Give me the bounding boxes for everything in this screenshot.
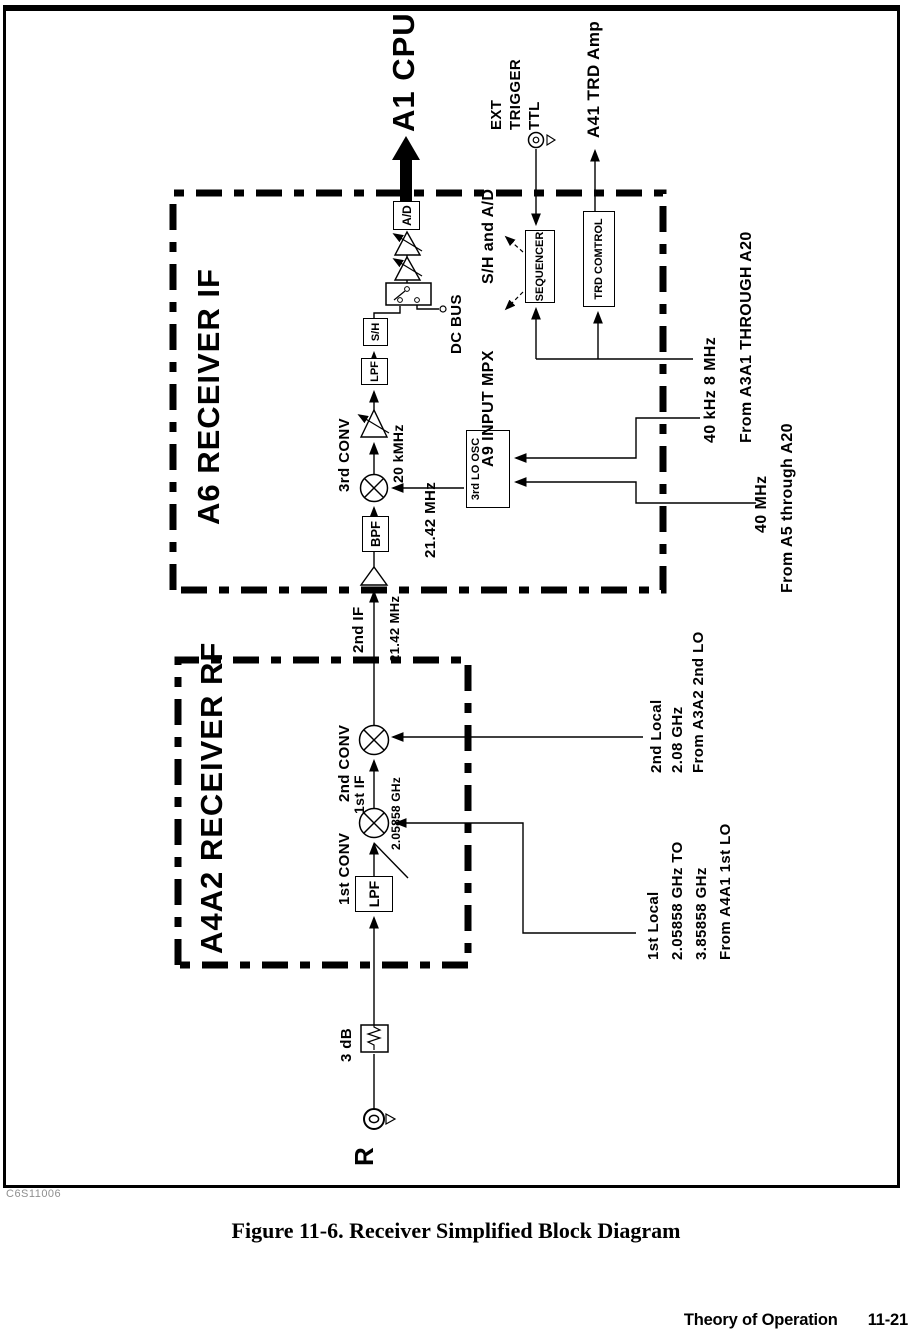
amp-3rd-if-icon — [357, 408, 390, 438]
r-input-connector-icon — [363, 1108, 397, 1130]
clock-ref-source-label: From A3A1 THROUGH A20 — [738, 231, 755, 443]
dc-bus-label: DC BUS — [448, 294, 465, 354]
cpu-bus-arrow — [392, 136, 420, 203]
a9-input-mpx-callout: A9 INPUT MPX — [480, 350, 497, 467]
page-footer: Theory of Operation 11-21 — [684, 1311, 908, 1330]
a6-receiver-if-boundary — [169, 189, 667, 594]
figure-frame — [3, 5, 900, 1188]
mixer-2nd-conv-icon — [358, 724, 390, 756]
ref-40mhz-label: 40 MHz — [753, 475, 770, 533]
attenuator-label: 3 dB — [338, 1027, 355, 1062]
block-diagram-rotated: LPF BPF LPF S/H A/D SEQUENCER TRD COMTRO… — [3, 0, 903, 1180]
ext-trigger-label: EXT TRIGGER TTL — [487, 59, 544, 130]
ext-trigger-connector-icon — [527, 131, 557, 149]
figure-photo-id: C6S11006 — [6, 1188, 62, 1200]
ref-40mhz-source-label: From A5 through A20 — [779, 423, 796, 593]
amp-variable-1-icon — [392, 255, 423, 281]
third-if-freq-label: 21.42 MHz — [422, 481, 439, 558]
mixer-3rd-conv-icon — [359, 473, 389, 503]
amp-2nd-if-icon — [359, 565, 389, 586]
a4a2-receiver-rf-boundary — [174, 656, 472, 969]
first-conv-label: 1st CONV — [336, 832, 353, 905]
figure-caption: Figure 11-6. Receiver Simplified Block D… — [231, 1218, 681, 1243]
a6-receiver-if-title: A6 RECEIVER IF — [191, 268, 226, 525]
first-if-freq-label: 2.05858 GHz — [389, 777, 403, 850]
feed-lines — [390, 148, 756, 934]
ttl-label: TTL — [526, 101, 543, 130]
block-sequencer: SEQUENCER — [525, 230, 555, 303]
signal-path — [369, 255, 409, 1109]
block-bpf: BPF — [362, 516, 389, 552]
block-trd-control-label: TRD COMTROL — [593, 218, 605, 300]
second-if-label: 2nd IF — [350, 606, 367, 653]
amp-variable-2-icon — [392, 230, 423, 256]
first-local-freq-stop: 3.85858 GHz — [693, 867, 710, 960]
second-local-source: From A3A2 2nd LO — [690, 631, 707, 773]
r-input-label: R — [349, 1146, 379, 1166]
clock-ref-label: 40 kHz 8 MHz — [702, 336, 719, 443]
block-lpf-if-label: LPF — [368, 361, 381, 382]
sh-and-ad-callout: S/H and A/D — [480, 188, 497, 284]
second-if-freq-label: 21.42 MHz — [387, 595, 402, 662]
first-local-title: 1st Local — [645, 891, 662, 960]
input-mpx-icon — [385, 282, 432, 306]
block-bpf-label: BPF — [368, 521, 383, 547]
attenuator-icon — [360, 1024, 389, 1053]
block-adc-label: A/D — [399, 205, 414, 226]
block-sequencer-label: SEQUENCER — [534, 231, 546, 302]
second-local-title: 2nd Local — [648, 699, 665, 773]
second-local-label: 2nd Local 2.08 GHz From A3A2 2nd LO — [646, 631, 709, 773]
second-local-freq: 2.08 GHz — [669, 706, 686, 773]
block-adc: A/D — [393, 201, 420, 230]
a4a2-receiver-rf-title: A4A2 RECEIVER RF — [194, 641, 229, 954]
control-leader-lines — [504, 235, 524, 311]
first-local-freq-start: 2.05858 GHz TO — [669, 841, 686, 960]
block-lpf-if: LPF — [361, 358, 388, 385]
block-sh-label: S/H — [369, 322, 382, 342]
first-local-label: 1st Local 2.05858 GHz TO 3.85858 GHz Fro… — [642, 823, 738, 960]
ext-label: EXT — [488, 99, 505, 130]
trigger-label: TRIGGER — [507, 58, 524, 130]
footer-page-number: 11-21 — [867, 1311, 908, 1329]
block-sample-hold: S/H — [363, 318, 388, 346]
a1-cpu-label: A1 CPU — [386, 12, 421, 132]
diagram-linework — [169, 131, 756, 1130]
dc-bus-terminal-icon — [439, 305, 447, 313]
third-if-out-freq-label: 20 kMHz — [390, 424, 406, 483]
block-lpf-rf: LPF — [355, 876, 393, 912]
mixer-1st-conv-icon — [358, 807, 390, 839]
first-if-label: 1st IF — [351, 775, 367, 814]
block-lpf-rf-label: LPF — [366, 880, 382, 908]
a41-trd-amp-label: A41 TRD Amp — [584, 20, 603, 138]
first-local-source: From A4A1 1st LO — [717, 823, 734, 960]
footer-section-title: Theory of Operation — [683, 1311, 838, 1329]
third-conv-label: 3rd CONV — [336, 417, 353, 492]
block-trd-control: TRD COMTROL — [583, 211, 615, 307]
